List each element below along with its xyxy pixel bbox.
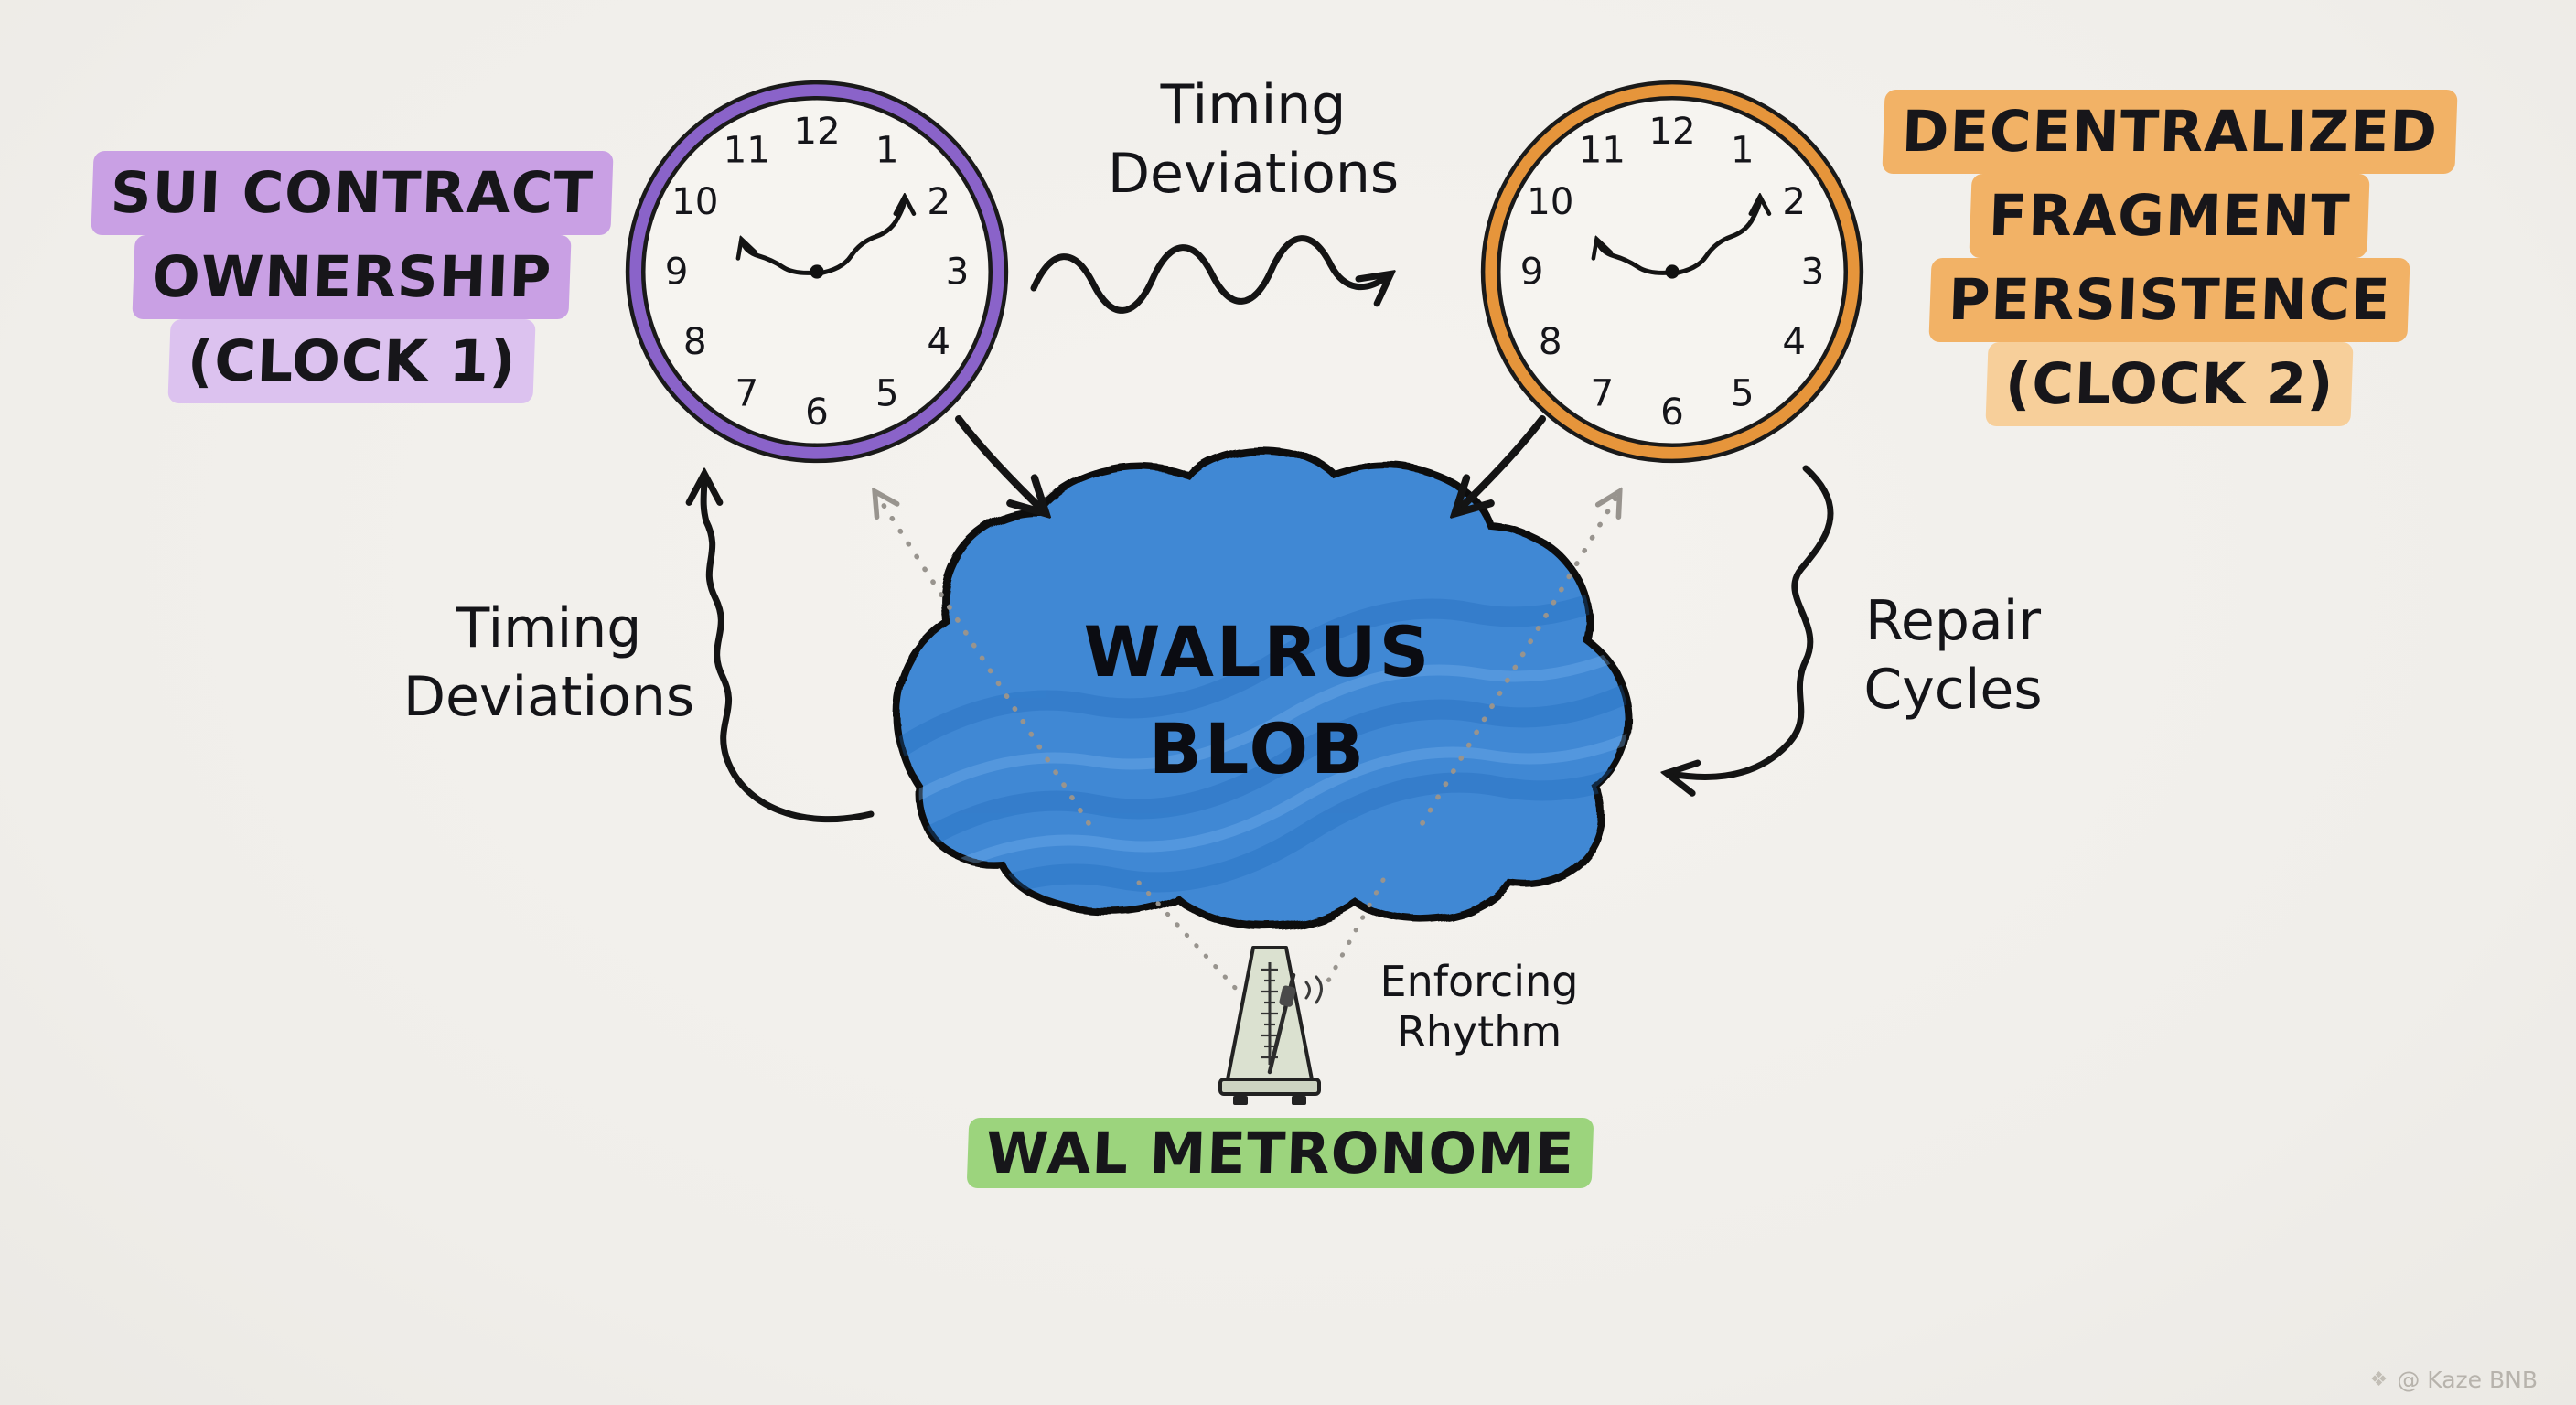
metronome-scale-ticks xyxy=(1261,968,1278,1059)
watermark-icon: ❖ xyxy=(2369,1368,2388,1391)
svg-text:7: 7 xyxy=(1590,372,1614,415)
blob-texture xyxy=(897,557,1628,927)
svg-text:8: 8 xyxy=(1539,320,1562,363)
svg-text:12: 12 xyxy=(1648,110,1695,153)
svg-text:2: 2 xyxy=(1782,180,1806,223)
svg-text:6: 6 xyxy=(1660,391,1684,434)
svg-text:9: 9 xyxy=(665,251,689,294)
svg-text:10: 10 xyxy=(671,180,718,223)
svg-text:10: 10 xyxy=(1527,180,1573,223)
tick-sound-marks xyxy=(1304,975,1323,1004)
clock2-minute-hand xyxy=(1670,198,1760,276)
clock1-to-blob-arrow xyxy=(955,415,1043,510)
svg-text:12: 12 xyxy=(793,110,840,153)
clock1-numerals: 12 1 2 3 4 5 6 7 8 9 10 11 xyxy=(665,110,970,434)
clock1-title-line2: OWNERSHIP xyxy=(132,235,573,320)
clock2-title-line3: PERSISTENCE xyxy=(1928,258,2411,343)
clock1-title-line1: SUI CONTRACT xyxy=(91,151,614,236)
svg-text:1: 1 xyxy=(1731,128,1755,171)
svg-text:5: 5 xyxy=(875,372,899,415)
timing-deviations-top-label: Timing Deviations xyxy=(1107,73,1400,206)
timing-deviations-top-arrow xyxy=(1030,235,1388,314)
metronome-weight xyxy=(1279,985,1296,1007)
clock2-center-dot xyxy=(1665,264,1680,279)
svg-text:2: 2 xyxy=(927,180,950,223)
clock2-title: DECENTRALIZED FRAGMENT PERSISTENCE (CLOC… xyxy=(1868,90,2472,427)
clock1-hour-hand xyxy=(742,241,819,275)
clock2-numerals: 12 1 2 3 4 5 6 7 8 9 10 11 xyxy=(1520,110,1825,434)
walrus-blob-label: WALRUS BLOB xyxy=(1083,611,1433,790)
svg-text:11: 11 xyxy=(724,128,770,171)
svg-text:4: 4 xyxy=(1782,320,1806,363)
svg-text:6: 6 xyxy=(805,391,829,434)
svg-text:1: 1 xyxy=(875,128,899,171)
clock2-title-line2: FRAGMENT xyxy=(1969,174,2371,259)
clock2-title-line1: DECENTRALIZED xyxy=(1882,90,2458,175)
watermark-text: @ Kaze BNB xyxy=(2397,1367,2538,1393)
enforcing-rhythm-label: Enforcing Rhythm xyxy=(1379,957,1579,1057)
clock1-minute-hand xyxy=(815,198,905,276)
clock2-to-blob-arrow xyxy=(1458,415,1546,510)
clock2-title-line4: (CLOCK 2) xyxy=(1985,342,2355,427)
blob-to-metronome-dotted-right xyxy=(1324,877,1386,987)
svg-text:4: 4 xyxy=(927,320,950,363)
repair-cycles-label: Repair Cycles xyxy=(1863,589,2043,722)
svg-text:3: 3 xyxy=(1801,251,1825,294)
clock1-title-line3: (CLOCK 1) xyxy=(167,319,537,404)
clock2: 12 1 2 3 4 5 6 7 8 9 10 11 xyxy=(1480,80,1864,464)
blob-to-clock1-dotted-arrow xyxy=(876,494,1091,826)
svg-text:5: 5 xyxy=(1731,372,1755,415)
repair-cycles-arrow xyxy=(1670,465,1834,777)
svg-text:8: 8 xyxy=(683,320,707,363)
svg-text:3: 3 xyxy=(946,251,970,294)
clock1-center-dot xyxy=(810,264,824,279)
wal-metronome-caption: WAL METRONOME xyxy=(961,1118,1601,1188)
clock1-title: SUI CONTRACT OWNERSHIP (CLOCK 1) xyxy=(82,151,622,404)
timing-deviations-left-arrow xyxy=(703,477,875,823)
metronome-base xyxy=(1218,1078,1321,1096)
svg-text:9: 9 xyxy=(1520,251,1544,294)
blob-to-clock2-dotted-arrow xyxy=(1420,494,1618,826)
metronome-icon xyxy=(1218,946,1323,1105)
watermark: ❖ @ Kaze BNB xyxy=(2370,1367,2538,1393)
clock2-hour-hand xyxy=(1597,241,1674,275)
timing-deviations-left-label: Timing Deviations xyxy=(402,596,695,729)
svg-text:7: 7 xyxy=(735,372,758,415)
svg-text:11: 11 xyxy=(1579,128,1626,171)
clock1: 12 1 2 3 4 5 6 7 8 9 10 11 xyxy=(625,80,1009,464)
blob-to-metronome-dotted-left xyxy=(1136,880,1240,992)
